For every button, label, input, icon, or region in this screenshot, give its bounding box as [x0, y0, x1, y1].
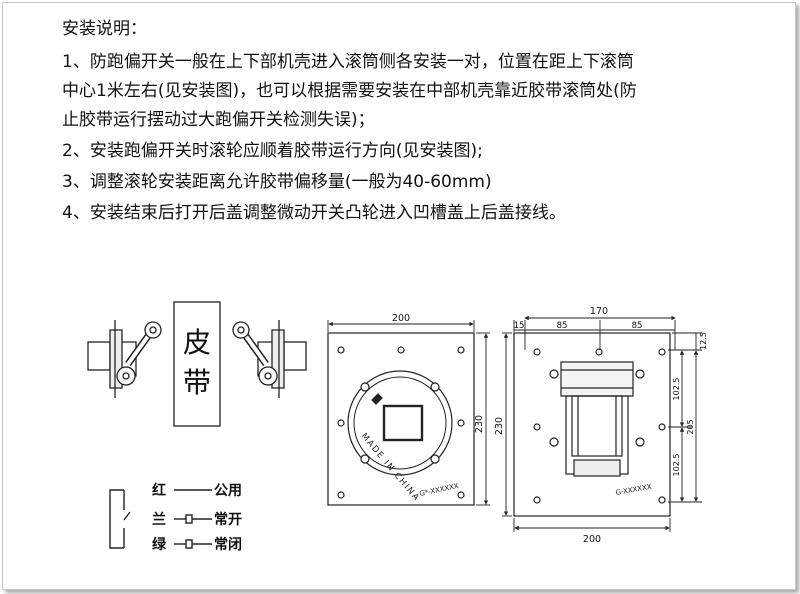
- side-view-roller: [560, 361, 634, 397]
- side-view-plate: [513, 332, 671, 517]
- front-view-plate-text: G*-XXXXXX: [419, 482, 460, 498]
- wire-no-label: 常开: [214, 511, 242, 528]
- side-view-top-mid1-dim: 85: [557, 321, 568, 331]
- installation-drawing: 皮 带 红 公用 兰 常开 绿 常闭: [78, 290, 790, 580]
- front-view-housing: [347, 370, 453, 476]
- side-view-top-small-dim: 15: [514, 321, 525, 331]
- side-view-right-small-dim: 12.5: [699, 332, 708, 350]
- side-view-left-height-dim: 230: [494, 417, 505, 435]
- left-switch-cap: [87, 341, 111, 371]
- front-view-logo-icon: [371, 393, 383, 405]
- front-view: [327, 332, 475, 506]
- wiring-terminal-no: [185, 514, 193, 524]
- front-view-width-dim: 200: [392, 313, 410, 324]
- belt-label-bottom: 带: [183, 366, 211, 399]
- wire-nc-label: 常闭: [214, 536, 242, 553]
- front-view-window: [382, 404, 424, 442]
- instruction-item-2: 2、安装跑偏开关时滚轮应顺着胶带运行方向(见安装图);: [62, 141, 483, 161]
- belt-label-top: 皮: [183, 326, 211, 359]
- instructions: 安装说明： 1、防跑偏开关一般在上下部机壳进入滚筒侧各安装一对，位置在距上下滚筒…: [62, 14, 782, 228]
- side-view: [513, 332, 671, 517]
- wire-green-label: 绿: [152, 536, 167, 553]
- right-switch-hub: [258, 366, 278, 386]
- wiring-labels: 红 公用 兰 常开 绿 常闭: [152, 482, 242, 553]
- instruction-item-1: 1、防跑偏开关一般在上下部机壳进入滚筒侧各安装一对，位置在距上下滚筒 中心1米左…: [62, 48, 782, 135]
- wiring-switch-contact: [123, 511, 131, 521]
- side-view-top-total-dim: 170: [590, 306, 608, 317]
- belt-strip: [173, 301, 221, 427]
- left-switch-hub: [116, 366, 136, 386]
- right-switch-roller: [232, 321, 250, 339]
- instruction-1-line-3: 止胶带运行摆动过大跑偏开关检测失误)；: [62, 110, 375, 130]
- instruction-1-line-2: 中心1米左右(见安装图)，也可以根据需要安装在中部机壳靠近胶带滚筒处(防: [62, 81, 637, 101]
- side-view-bottom-width-dim: 200: [583, 534, 601, 545]
- instruction-item-3: 3、调整滚轮安装距离允许胶带偏移量(一般为40-60mm): [62, 172, 492, 192]
- instructions-heading: 安装说明：: [62, 19, 147, 39]
- wiring-diagram: [109, 489, 212, 549]
- installation-drawing-svg: 皮 带 红 公用 兰 常开 绿 常闭: [87, 301, 708, 553]
- side-view-right-1025b-dim: 102.5: [672, 454, 681, 477]
- front-view-height-dim: 230: [474, 415, 485, 433]
- side-view-right-205-dim: 205: [686, 419, 695, 434]
- right-switch: [232, 320, 307, 398]
- wiring-terminal-nc: [185, 539, 193, 549]
- side-view-plate-text: G-XXXXXX: [615, 483, 652, 497]
- left-switch: [87, 320, 162, 398]
- front-view-dimensions: [327, 320, 490, 506]
- instruction-item-4: 4、安装结束后打开后盖调整微动开关凸轮进入凹槽盖上后盖接线。: [62, 203, 566, 223]
- wiring-bracket: [109, 489, 124, 549]
- wire-blue-label: 兰: [152, 511, 166, 528]
- side-view-right-1025a-dim: 102.5: [672, 378, 681, 401]
- left-switch-roller: [144, 321, 162, 339]
- side-view-dimensions: [502, 315, 702, 532]
- right-switch-cap: [283, 341, 307, 371]
- instruction-1-line-1: 1、防跑偏开关一般在上下部机壳进入滚筒侧各安装一对，位置在距上下滚筒: [62, 52, 634, 72]
- side-view-top-mid2-dim: 85: [632, 321, 643, 331]
- wire-common-label: 公用: [214, 483, 242, 499]
- front-view-plate: [327, 332, 475, 506]
- belt: 皮 带: [173, 301, 221, 427]
- wire-red-label: 红: [152, 482, 166, 499]
